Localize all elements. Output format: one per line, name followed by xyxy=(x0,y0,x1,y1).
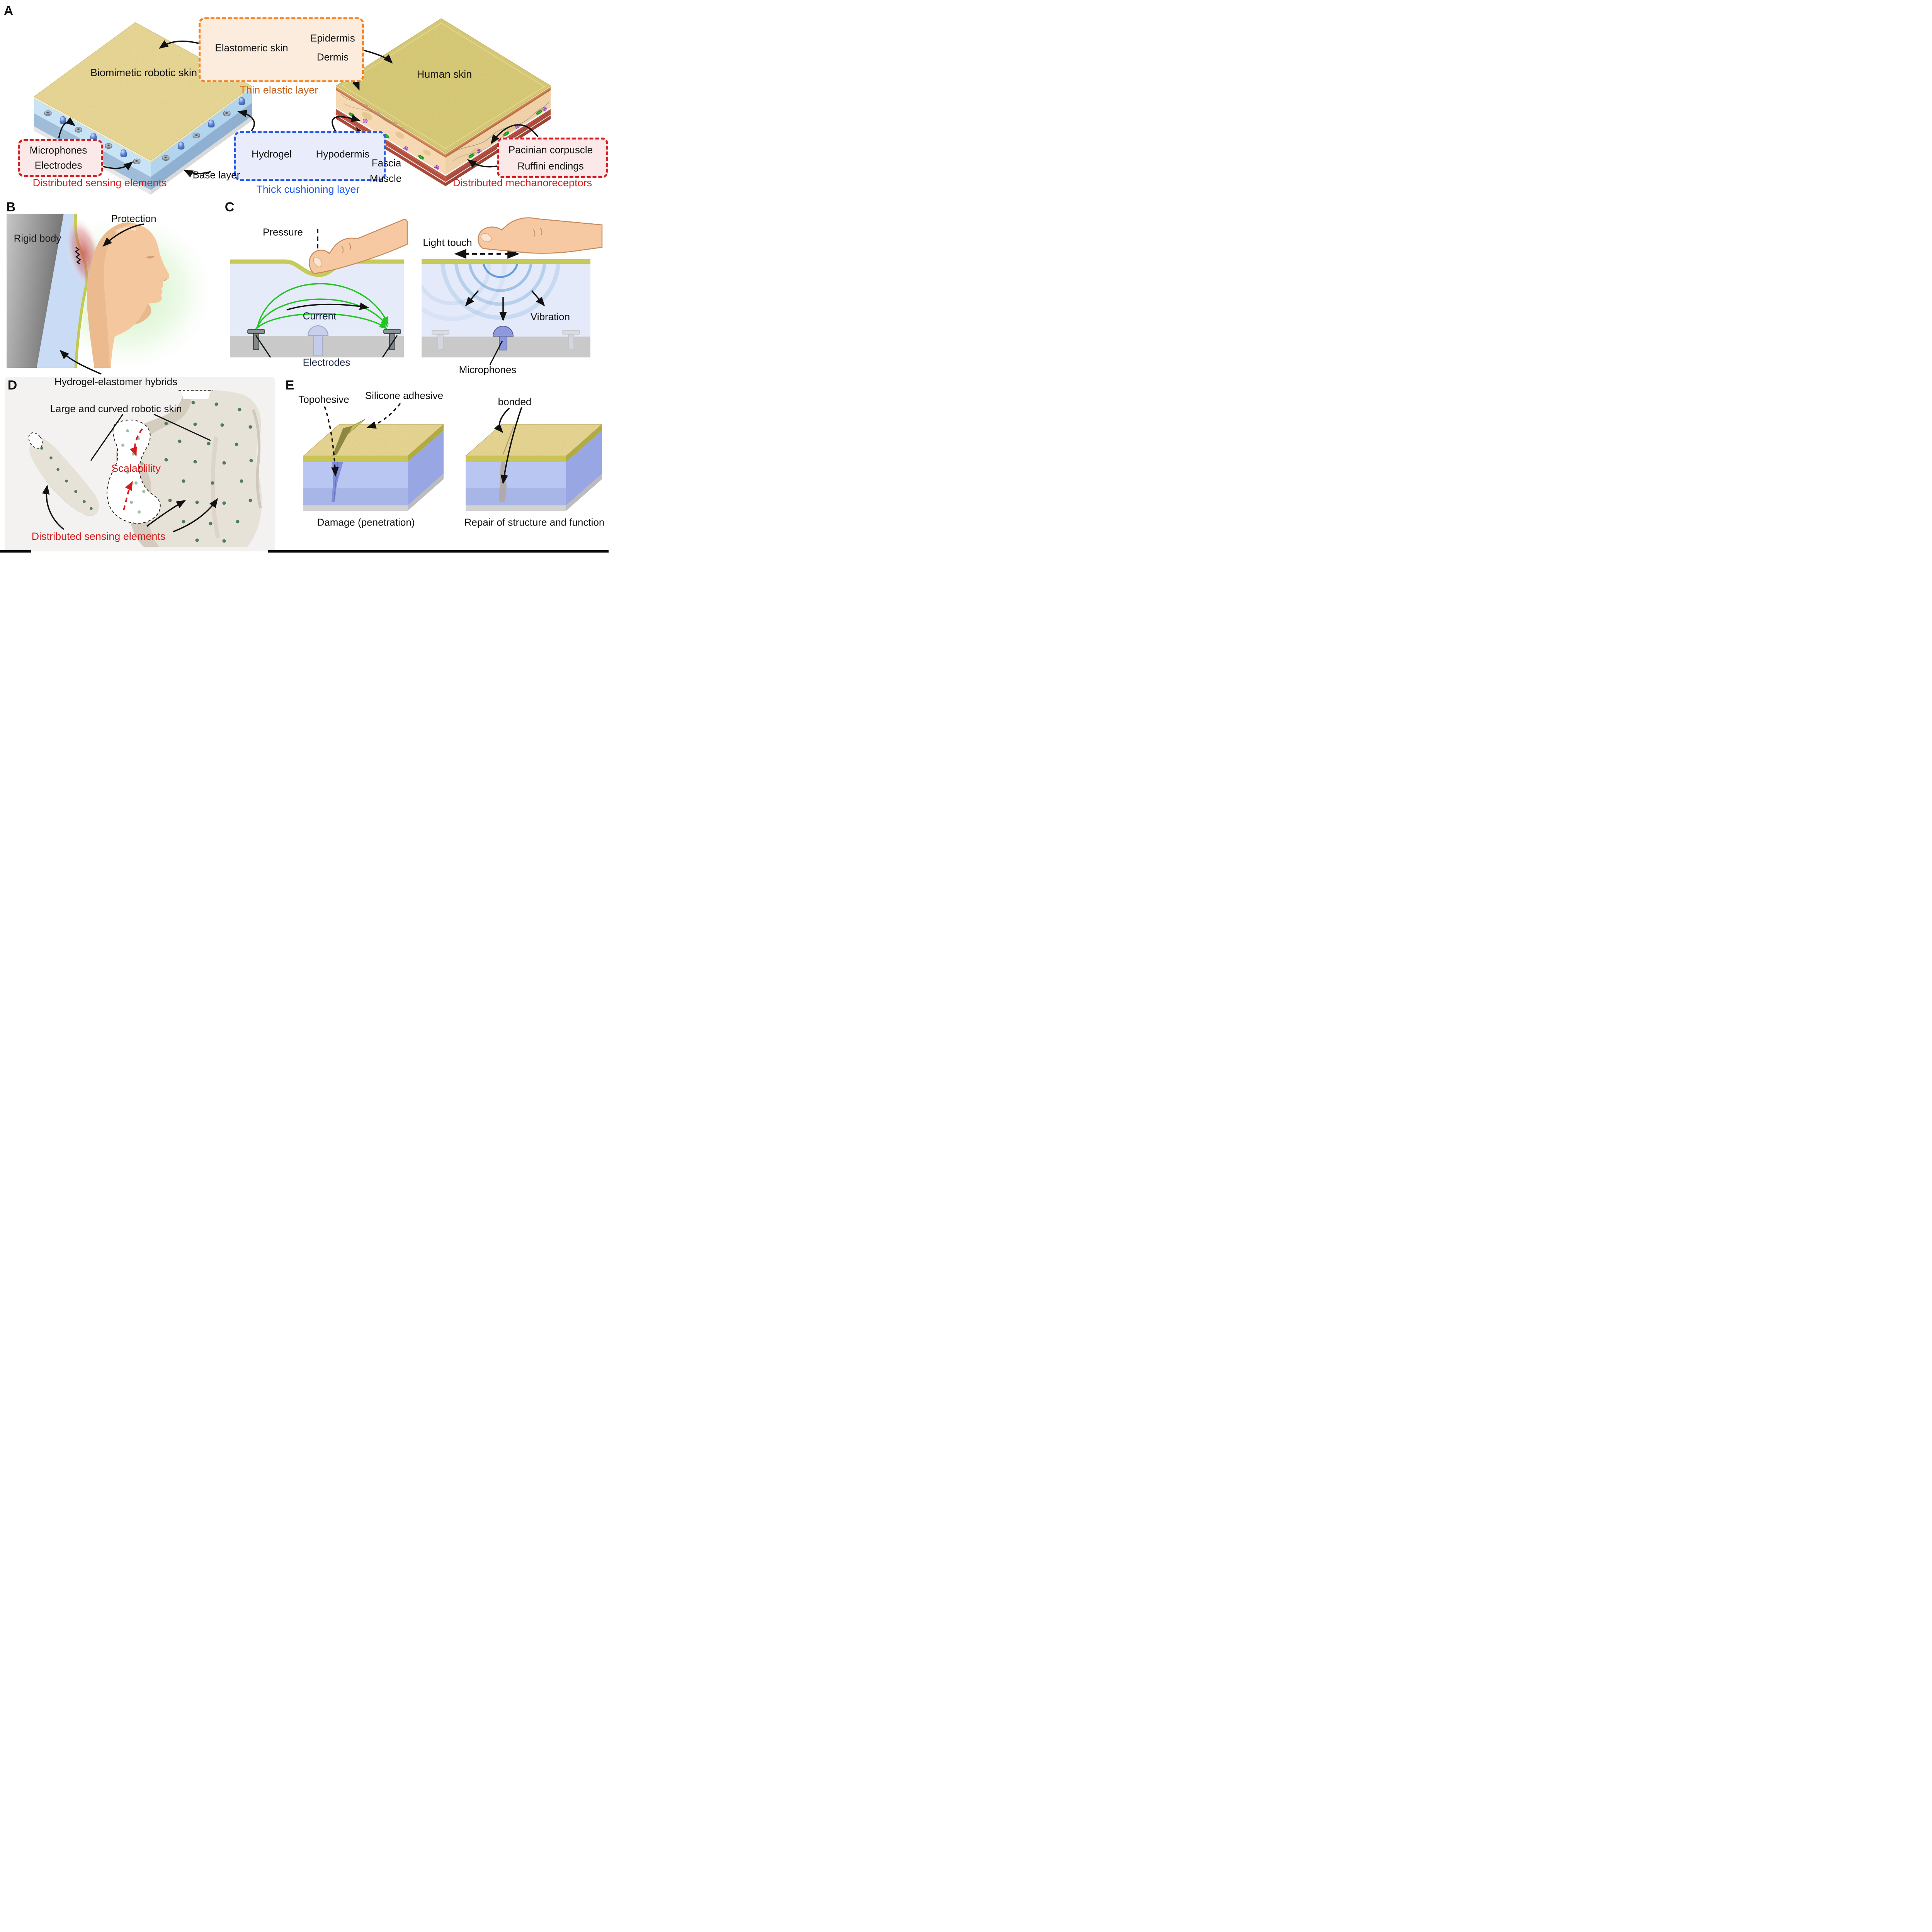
panel-c-vibration-scene xyxy=(422,217,603,365)
fascia-label: Fascia xyxy=(371,157,401,169)
hybrids-label: Hydrogel-elastomer hybrids xyxy=(54,376,177,388)
sensing-element-dots xyxy=(40,401,253,543)
panel-b-scene xyxy=(7,209,218,375)
epidermis-label: Epidermis xyxy=(310,32,355,44)
sensing-caption: Distributed sensing elements xyxy=(32,177,167,189)
electrodes-label: Electrodes xyxy=(34,159,82,171)
microphone-dome xyxy=(492,326,514,337)
protection-label: Protection xyxy=(111,213,156,224)
panel-c-pressure-scene xyxy=(230,219,408,358)
topohesive-arrow xyxy=(324,406,339,477)
rigid-body-label: Rigid body xyxy=(14,232,61,244)
light-touch-label: Light touch xyxy=(423,236,472,248)
scalability-arrow-up xyxy=(123,481,133,510)
panel-b-letter: B xyxy=(6,199,16,214)
topohesive-label: Topohesive xyxy=(298,393,349,405)
mechanoreceptors-box xyxy=(497,138,608,178)
sensing-d-caption: Distributed sensing elements xyxy=(31,530,166,542)
elastomer-top-layer xyxy=(422,259,590,264)
flat-skin-patch xyxy=(107,419,161,524)
pacinian-label: Pacinian corpuscle xyxy=(508,144,593,156)
figure-root: A B C D E Biomimetic robotic skin Human … xyxy=(0,0,609,553)
panel-a-letter: A xyxy=(3,3,14,18)
microphones-c-label: Microphones xyxy=(459,364,517,376)
bottom-crop-bar-left xyxy=(0,550,31,553)
panel-c-letter: C xyxy=(224,199,235,214)
panel-e-damage-block xyxy=(303,403,444,511)
pressure-label: Pressure xyxy=(262,226,303,238)
sensing-elements-box xyxy=(18,139,103,177)
base-layer-label: Base layer xyxy=(192,169,240,181)
electrodes-c-label: Electrodes xyxy=(303,356,350,368)
microphones-label: Microphones xyxy=(29,144,87,156)
thick-cushion-caption: Thick cushioning layer xyxy=(256,183,360,195)
thin-elastic-caption: Thin elastic layer xyxy=(240,84,318,96)
microphone-dome xyxy=(307,325,329,336)
silicone-adhesive-arrow xyxy=(366,403,401,429)
human-head-profile xyxy=(87,222,170,368)
elastic-layer-box xyxy=(199,17,364,82)
repair-caption: Repair of structure and function xyxy=(464,516,605,528)
panel-e-repair-block xyxy=(465,407,603,511)
panel-d-letter: D xyxy=(7,378,17,393)
figure-artwork xyxy=(0,18,609,553)
damage-cut-top xyxy=(332,426,352,456)
muscle-label: Muscle xyxy=(369,172,402,184)
finger-touching xyxy=(478,217,603,254)
bottom-crop-bar-right xyxy=(268,550,609,553)
vibration-label: Vibration xyxy=(530,311,570,323)
mechano-caption: Distributed mechanoreceptors xyxy=(452,177,592,189)
panel-d-scene xyxy=(5,377,275,551)
silicone-label: Silicone adhesive xyxy=(365,389,444,401)
dermis-label: Dermis xyxy=(316,51,349,63)
human-skin-title: Human skin xyxy=(417,68,472,80)
current-label: Current xyxy=(303,310,337,322)
current-field-lines xyxy=(255,283,389,330)
robotic-skin-title: Biomimetic robotic skin xyxy=(90,66,197,78)
elastomeric-skin-label: Elastomeric skin xyxy=(215,42,288,54)
scalability-arrow-down xyxy=(130,428,143,457)
bonded-seam-top xyxy=(502,425,515,455)
vibration-arrows xyxy=(465,290,545,321)
curved-skin-title: Large and curved robotic skin xyxy=(50,403,182,415)
robot-arm-piece xyxy=(28,432,99,516)
bonded-label: bonded xyxy=(498,396,532,408)
hydrogel-label: Hydrogel xyxy=(251,148,292,160)
cushion-layer-box xyxy=(234,131,386,181)
bonded-arrows xyxy=(494,407,522,485)
ruffini-label: Ruffini endings xyxy=(517,160,584,172)
rigid-body-shape xyxy=(7,214,64,368)
scalability-label: Scalablility xyxy=(111,462,161,474)
spring-icon xyxy=(75,247,81,265)
finger-pressing xyxy=(309,219,408,274)
panel-e-letter: E xyxy=(285,378,294,393)
hypodermis-label: Hypodermis xyxy=(316,148,370,160)
damage-caption: Damage (penetration) xyxy=(317,516,415,528)
